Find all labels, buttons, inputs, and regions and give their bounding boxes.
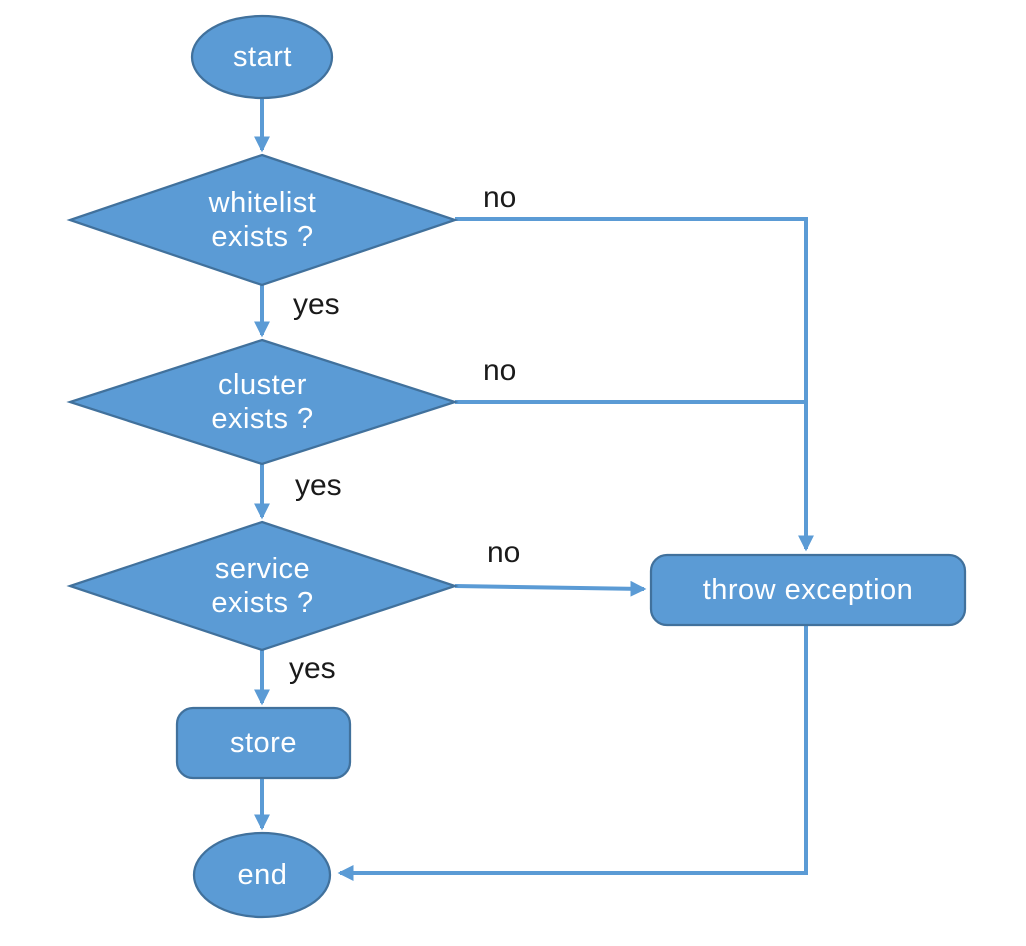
whitelist-yes-label: yes: [293, 288, 340, 321]
edge-throw-to-end: [337, 625, 808, 881]
cluster-decision-shape: [66, 338, 459, 466]
store-node-shape: [175, 706, 352, 780]
edge-whitelist-no-to-throw: [455, 217, 814, 552]
start-node-shape: [190, 14, 334, 100]
node-group: [66, 14, 967, 919]
service-yes-label: yes: [289, 652, 336, 685]
end-node-shape: [192, 831, 332, 919]
service-decision-shape: [66, 520, 459, 652]
cluster-yes-label: yes: [295, 469, 342, 502]
connector-group: [254, 98, 814, 881]
edge-service-no-to-throw: [454, 580, 647, 597]
throw-exception-node-shape: [649, 553, 967, 627]
whitelist-no-label: no: [483, 181, 517, 214]
cluster-no-label: no: [483, 354, 517, 387]
whitelist-decision-shape: [66, 153, 459, 287]
service-no-label: no: [487, 536, 521, 569]
